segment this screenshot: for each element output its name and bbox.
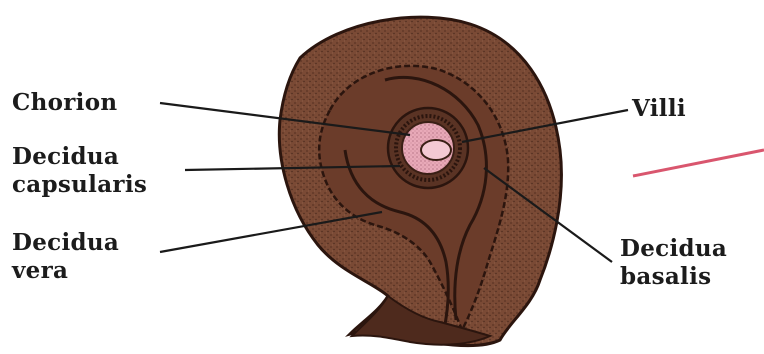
label-chorion-text: Chorion: [12, 89, 117, 117]
embryo: [421, 140, 451, 160]
label-villi-text: Villi: [632, 95, 686, 123]
label-decidua-vera: Decidua vera: [12, 229, 119, 285]
label-decidua-vera-line-1: Decidua: [12, 229, 119, 257]
label-decidua-basalis-line-1: Decidua: [620, 235, 727, 263]
uterus-illustration: [279, 17, 561, 345]
label-decidua-basalis-line-2: basalis: [620, 263, 727, 291]
accent-line: [633, 150, 764, 176]
label-chorion: Chorion: [12, 89, 117, 117]
label-decidua-vera-line-2: vera: [12, 257, 119, 285]
label-decidua-capsularis-line-1: Decidua: [12, 143, 147, 171]
label-decidua-basalis: Decidua basalis: [620, 235, 727, 291]
label-decidua-capsularis: Decidua capsularis: [12, 143, 147, 199]
label-decidua-capsularis-line-2: capsularis: [12, 171, 147, 199]
label-villi: Villi: [632, 95, 686, 123]
